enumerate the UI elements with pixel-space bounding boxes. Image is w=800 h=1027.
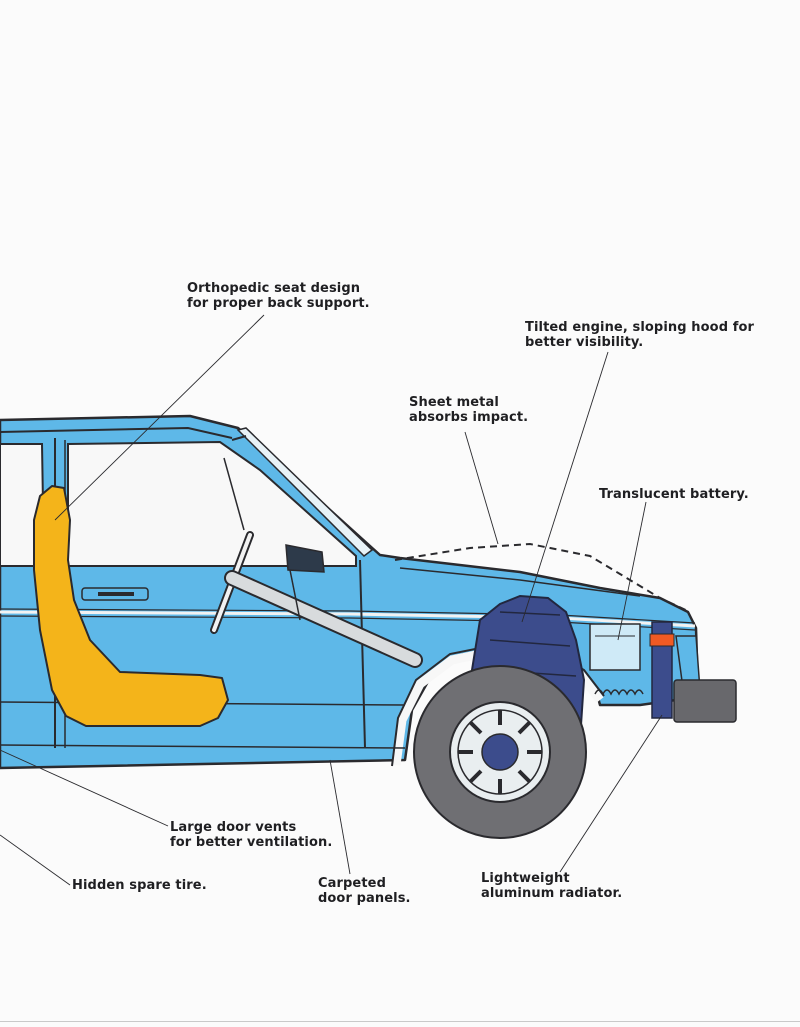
aluminum-radiator <box>594 621 675 719</box>
front-bumper <box>673 635 737 723</box>
callout-translucent-battery: Translucent battery. <box>599 487 749 502</box>
callout-line: Tilted engine, sloping hood for <box>525 320 755 335</box>
callout-line: door panels. <box>318 891 411 906</box>
windshield-pillar <box>223 427 374 557</box>
callout-line: Translucent battery. <box>599 487 749 502</box>
callout-line: absorbs impact. <box>409 410 529 425</box>
callout-line: better visibility. <box>525 335 644 350</box>
translucent-battery <box>589 623 641 671</box>
callout-line: aluminum radiator. <box>481 886 623 901</box>
door-handle <box>81 587 149 601</box>
callout-line: Sheet metal <box>409 395 499 410</box>
steering-assembly <box>210 531 423 668</box>
callout-line: for proper back support. <box>187 296 370 311</box>
leader-lines <box>0 314 663 886</box>
callout-carpeted-panels: Carpeted door panels. <box>318 876 411 906</box>
callout-line: Hidden spare tire. <box>72 878 207 893</box>
callout-line: for better ventilation. <box>170 835 333 850</box>
callout-sheet-metal: Sheet metal absorbs impact. <box>409 395 528 425</box>
callout-line: Orthopedic seat design <box>187 281 361 296</box>
front-wheel <box>413 665 587 839</box>
callout-door-vents: Large door vents for better ventilation. <box>170 820 332 850</box>
callout-spare-tire: Hidden spare tire. <box>72 878 207 893</box>
page-bottom-rule <box>0 1021 800 1022</box>
side-mirror <box>285 544 325 621</box>
sheet-metal-dashed-line <box>394 542 691 613</box>
callout-orthopedic-seat: Orthopedic seat design for proper back s… <box>187 281 370 311</box>
orthopedic-seat <box>33 485 229 727</box>
callout-line: Lightweight <box>481 871 570 886</box>
callout-aluminum-radiator: Lightweight aluminum radiator. <box>481 871 622 901</box>
callout-line: Large door vents <box>170 820 297 835</box>
callout-tilted-engine: Tilted engine, sloping hood for better v… <box>525 320 754 350</box>
callout-line: Carpeted <box>318 876 386 891</box>
